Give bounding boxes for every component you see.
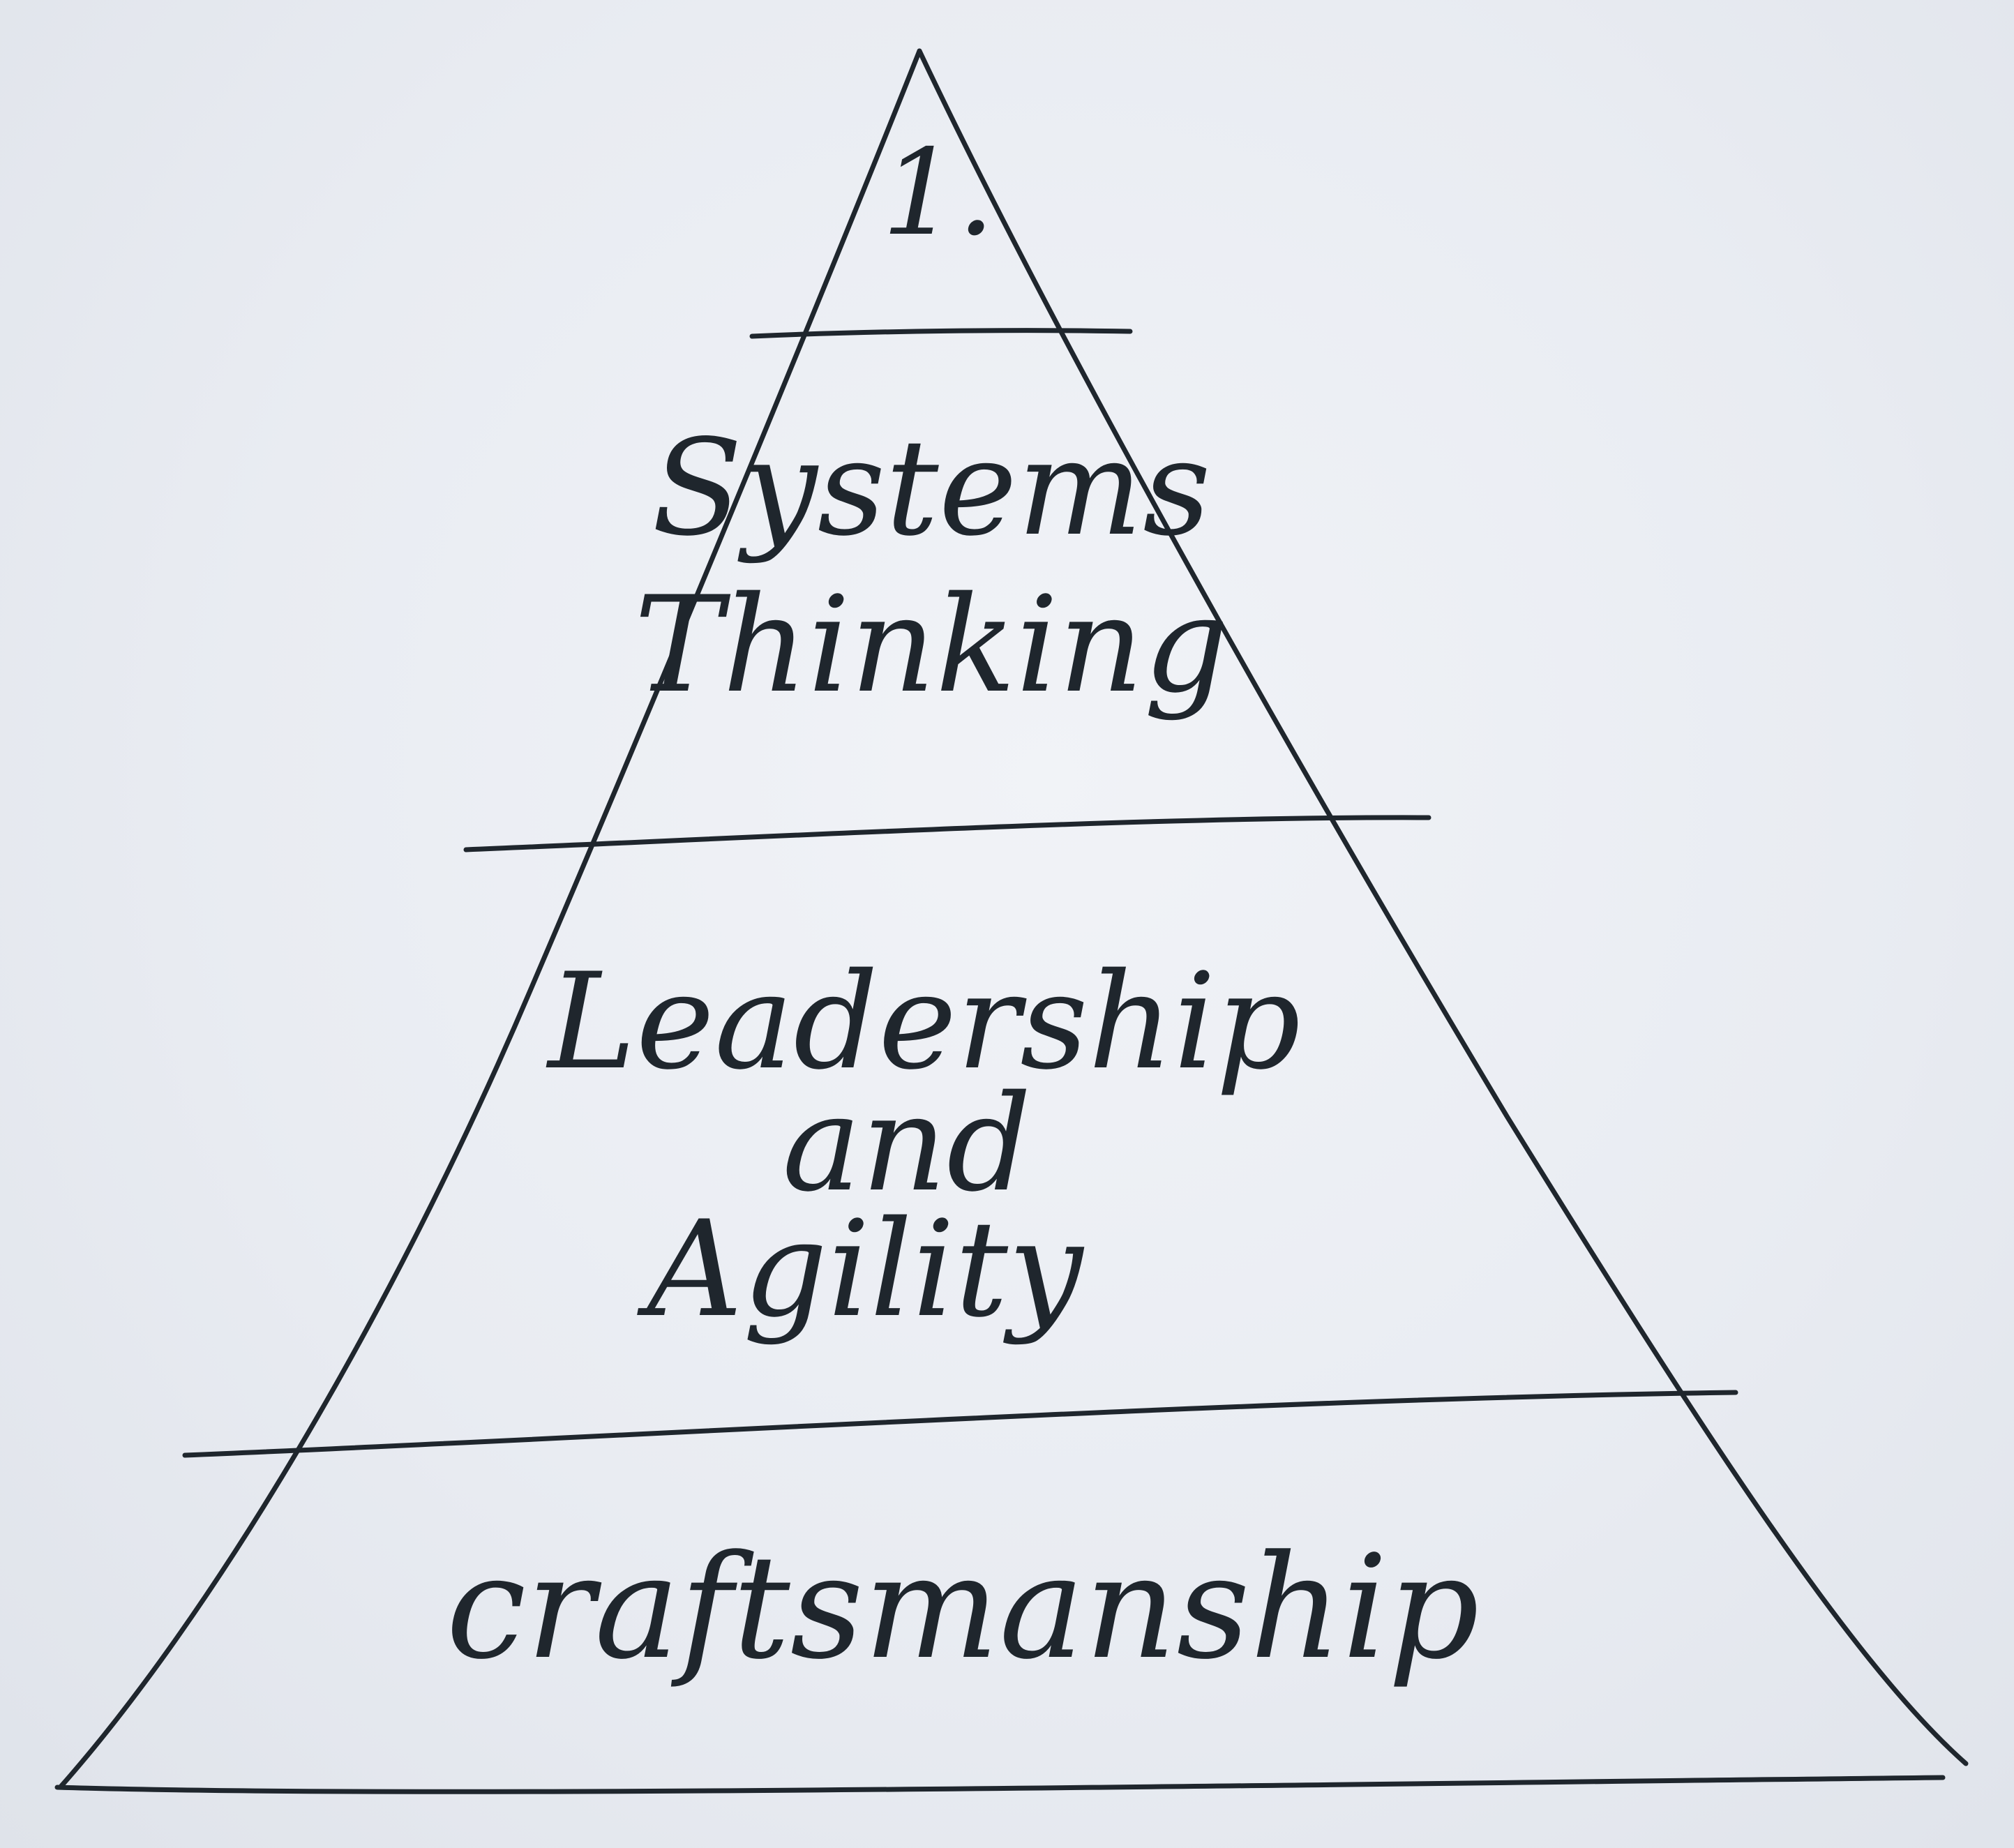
tier-third-label-line-2: and: [782, 1067, 1031, 1221]
pyramid-left-edge: [59, 48, 922, 1789]
divider-2: [463, 815, 1431, 852]
pyramid-base-line: [54, 1775, 1946, 1794]
divider-3: [182, 1390, 1738, 1458]
tier-third-label-line-1: Leadership: [546, 945, 1300, 1099]
tier-second-label-line-2: Thinking: [634, 568, 1228, 722]
pyramid-right-edge: [917, 48, 1969, 1766]
tier-third-label-line-3: Agility: [637, 1192, 1085, 1346]
tier-second-label-line-1: Systems: [652, 411, 1210, 565]
divider-1: [749, 328, 1133, 339]
tier-base-label: craftsmanship: [446, 1525, 1479, 1691]
tier-top-label: 1.: [882, 124, 995, 262]
